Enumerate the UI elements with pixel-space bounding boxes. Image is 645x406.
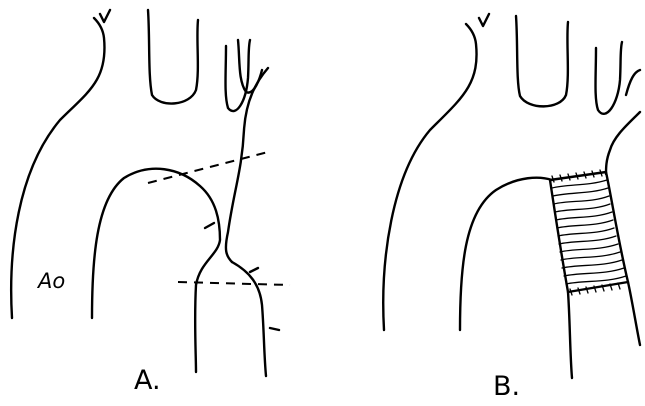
panel-a-upper-resection-line: [148, 152, 268, 183]
panel-a-label: A.: [134, 365, 161, 396]
panel-a-subclavian-outer: [226, 68, 268, 262]
panel-b-inner-curve: [460, 178, 552, 330]
panel-a-lower-resection-line: [178, 282, 290, 285]
panel-b-aorta-outer-wall: [383, 24, 476, 330]
panel-a: Ao A.: [11, 10, 290, 396]
panel-b: B.: [383, 14, 640, 402]
panel-b-descending-right-wall: [628, 282, 640, 345]
panel-a-inner-curve: [92, 169, 220, 372]
panel-a-intercostal-stub-2: [250, 268, 258, 272]
panel-b-carotid-branch: [596, 42, 623, 114]
panel-b-label: B.: [493, 371, 520, 402]
panel-a-intercostal-stub-1: [205, 223, 214, 228]
panel-a-tick-mark: [100, 10, 110, 22]
panel-b-upper-suture-line: [552, 170, 602, 182]
panel-b-graft-hatching: [552, 180, 626, 284]
panel-b-brachiocephalic-branch: [516, 16, 568, 106]
panel-a-intercostal-stub-3: [270, 328, 279, 330]
panel-b-descending-left-wall: [568, 292, 572, 378]
panel-b-subclavian-outer: [606, 112, 640, 174]
panel-a-brachiocephalic-branch: [148, 10, 198, 104]
panel-a-descending-right-wall: [232, 262, 266, 376]
panel-b-tick-mark: [479, 14, 489, 26]
panel-b-subclavian-branch: [626, 70, 640, 95]
aorta-label: Ao: [36, 269, 65, 293]
